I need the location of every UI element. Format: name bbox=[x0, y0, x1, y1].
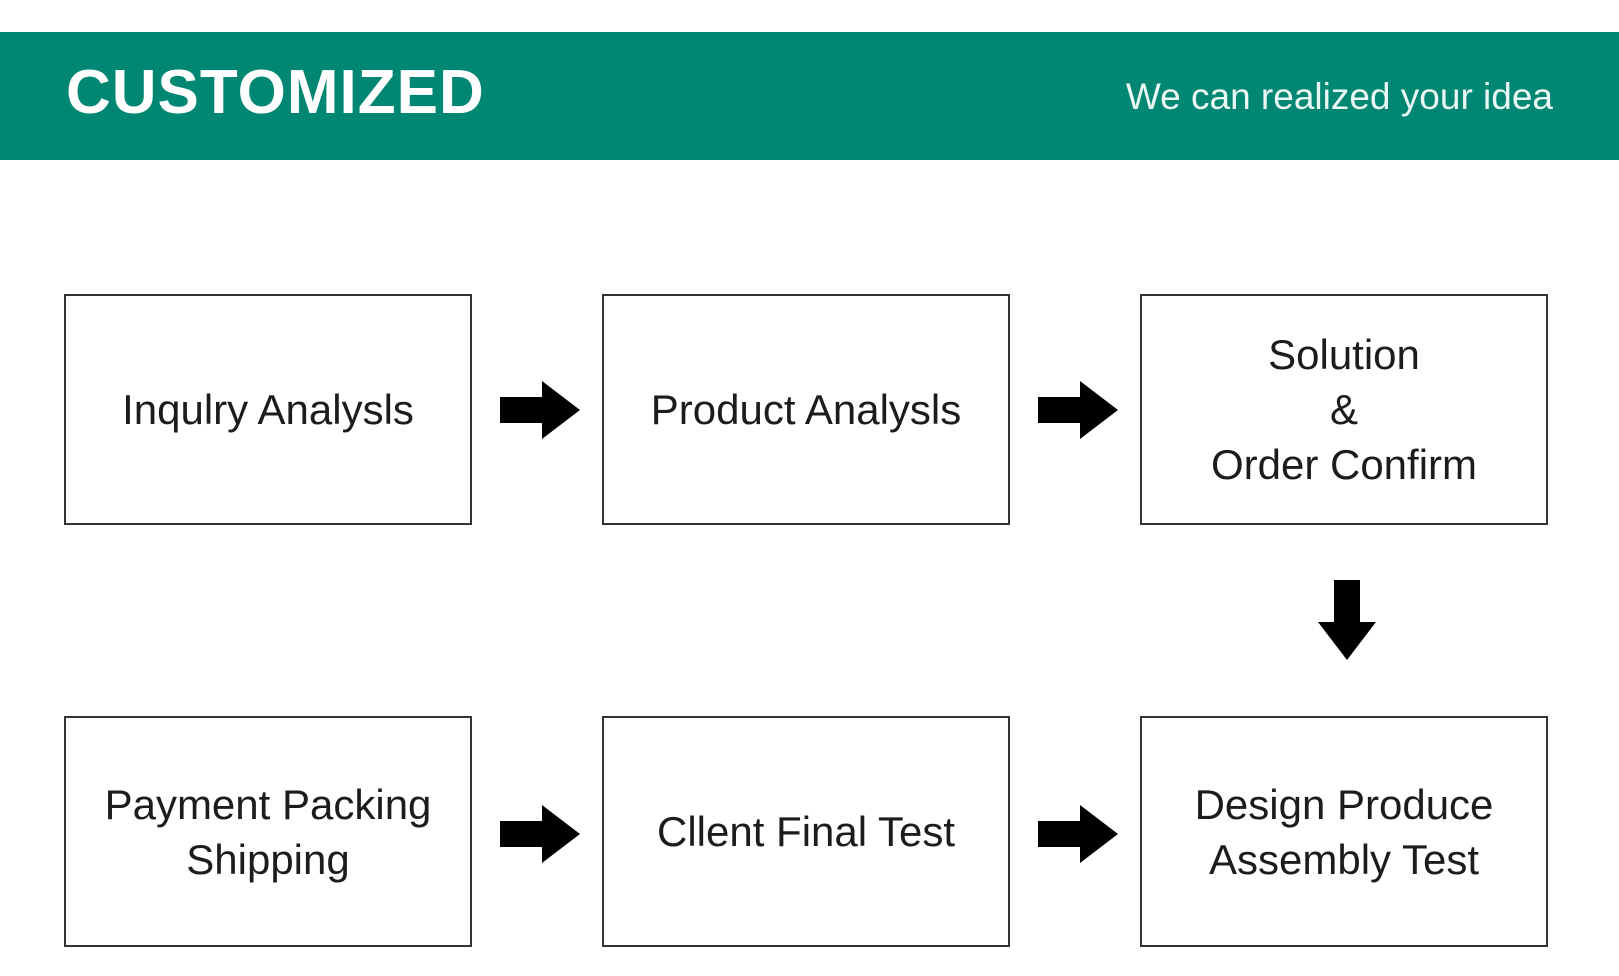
step-label: Product Analysls bbox=[650, 386, 962, 433]
step-solution-order-confirm: Solution & Order Confirm bbox=[1140, 294, 1548, 525]
step-payment-packing-shipping: Payment Packing Shipping bbox=[64, 716, 472, 947]
arrow-right-icon bbox=[500, 805, 580, 863]
step-client-final-test: Cllent Final Test bbox=[602, 716, 1010, 947]
step-product-analysis: Product Analysls bbox=[602, 294, 1010, 525]
arrow-down-icon bbox=[1318, 580, 1376, 660]
arrow-right-icon bbox=[500, 381, 580, 439]
step-label: Inqulry Analysls bbox=[122, 386, 414, 433]
step-label: Payment Packing Shipping bbox=[104, 780, 432, 883]
step-label: Solution & Order Confirm bbox=[1210, 331, 1478, 488]
step-inquiry-analysis: Inqulry Analysls bbox=[64, 294, 472, 525]
header-banner: CUSTOMIZED We can realized your idea bbox=[0, 32, 1619, 160]
header-tagline: We can realized your idea bbox=[1125, 76, 1553, 117]
step-label: Cllent Final Test bbox=[656, 808, 956, 855]
page-title: CUSTOMIZED bbox=[66, 58, 485, 127]
step-design-produce-assembly-test: Design Produce Assembly Test bbox=[1140, 716, 1548, 947]
arrow-right-icon bbox=[1038, 381, 1118, 439]
arrow-right-icon bbox=[1038, 805, 1118, 863]
step-label: Design Produce Assembly Test bbox=[1194, 780, 1494, 883]
